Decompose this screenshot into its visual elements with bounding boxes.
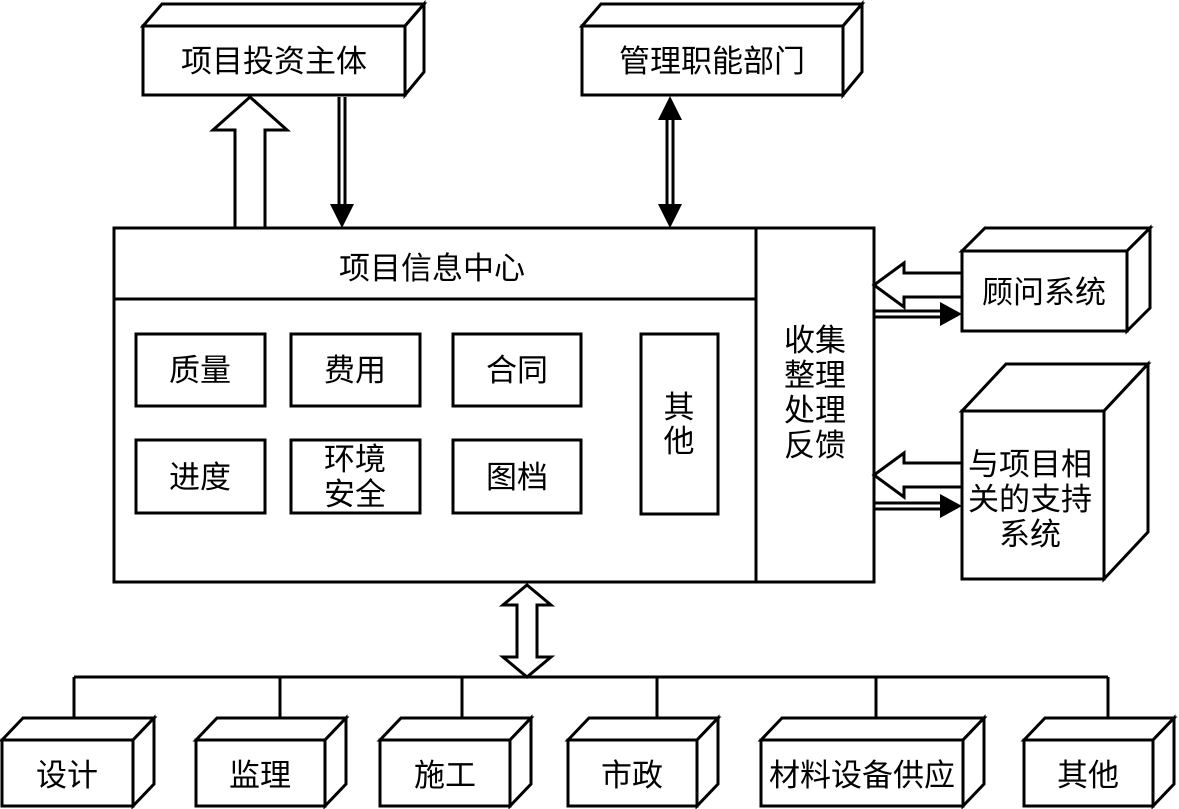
bottom-box-municipal: 市政 bbox=[564, 714, 722, 809]
bottom-box-design: 设计 bbox=[0, 714, 158, 809]
module-contract-label: 合同 bbox=[486, 353, 548, 389]
process-organize-label: 整理 bbox=[784, 358, 846, 394]
consultant-label: 顾问系统 bbox=[982, 275, 1106, 311]
bottom-label-design: 设计 bbox=[36, 758, 98, 794]
bottom-box-other: 其他 bbox=[1020, 714, 1178, 809]
module-drawings-label: 图档 bbox=[486, 460, 548, 496]
support-system-box: 与项目相 关的支持 系统 bbox=[958, 360, 1152, 583]
module-progress bbox=[134, 438, 267, 515]
bottom-label-construction: 施工 bbox=[414, 758, 476, 794]
management-label: 管理职能部门 bbox=[619, 44, 805, 80]
info-center: 项目信息中心 质量 费用 合同 进度 环境 安全 图档 其 他 收集 整理 处理… bbox=[112, 226, 876, 584]
module-progress-label: 进度 bbox=[169, 460, 231, 496]
bottom-box-supervision: 监理 bbox=[192, 714, 350, 809]
module-other-label-1: 其 bbox=[664, 390, 695, 426]
bottom-box-construction: 施工 bbox=[376, 714, 535, 809]
investor-label: 项目投资主体 bbox=[181, 44, 367, 80]
module-quality-label: 质量 bbox=[169, 353, 231, 389]
bottom-label-supervision: 监理 bbox=[229, 758, 291, 794]
investor-box: 项目投资主体 bbox=[139, 0, 428, 100]
module-environment-label: 环境 bbox=[324, 442, 386, 478]
process-feedback-label: 反馈 bbox=[784, 428, 846, 464]
module-cost-label: 费用 bbox=[324, 353, 386, 389]
module-cost bbox=[289, 332, 422, 408]
consultant-out-arrow bbox=[874, 302, 962, 326]
module-drawings bbox=[451, 438, 583, 515]
bottom-hollow-bidirectional-arrow bbox=[498, 583, 556, 679]
consultant-hollow-arrow bbox=[871, 260, 964, 310]
process-handle-label: 处理 bbox=[784, 393, 846, 429]
bottom-label-materials: 材料设备供应 bbox=[769, 758, 955, 794]
info-center-title: 项目信息中心 bbox=[339, 251, 525, 287]
bottom-label-other: 其他 bbox=[1057, 758, 1119, 794]
module-environment-safety bbox=[289, 438, 422, 515]
module-quality bbox=[134, 332, 267, 408]
upload-hollow-arrow bbox=[209, 94, 291, 230]
module-other bbox=[639, 332, 720, 516]
bottom-label-municipal: 市政 bbox=[601, 758, 663, 794]
management-bidirectional-arrow bbox=[658, 96, 682, 228]
bottom-box-materials: 材料设备供应 bbox=[757, 714, 988, 809]
management-box: 管理职能部门 bbox=[578, 0, 866, 100]
support-hollow-arrow bbox=[871, 450, 964, 500]
bottom-bus bbox=[72, 675, 1110, 718]
support-label-2: 关的支持 bbox=[968, 482, 1092, 518]
module-safety-label: 安全 bbox=[324, 477, 386, 513]
support-label-3: 系统 bbox=[999, 517, 1061, 553]
investor-down-arrow bbox=[330, 97, 354, 228]
module-other-label-2: 他 bbox=[664, 424, 695, 460]
support-out-arrow bbox=[874, 494, 962, 518]
process-collect-label: 收集 bbox=[784, 323, 846, 359]
support-label-1: 与项目相 bbox=[968, 447, 1092, 483]
consultant-box: 顾问系统 bbox=[958, 224, 1154, 335]
module-contract bbox=[451, 332, 583, 408]
